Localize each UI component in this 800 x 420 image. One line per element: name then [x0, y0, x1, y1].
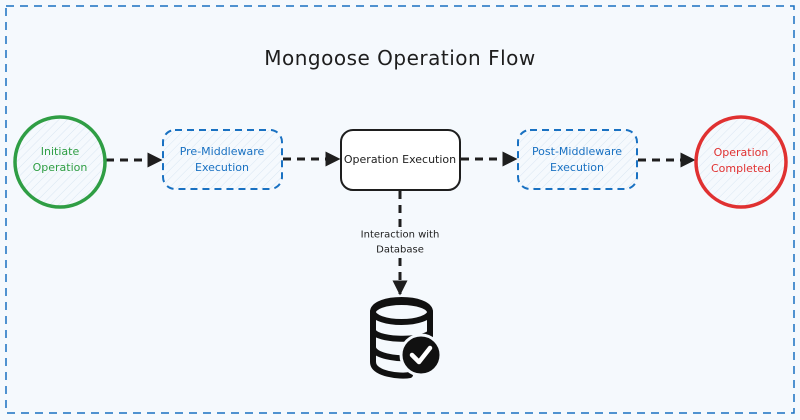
initiate-circle — [13, 115, 107, 209]
post-middleware-box — [517, 129, 638, 190]
diagram-frame — [5, 5, 795, 414]
node-pre-middleware[interactable] — [162, 129, 283, 190]
pre-middleware-label: Pre-Middleware Execution — [179, 145, 265, 174]
node-post-middleware[interactable] — [517, 129, 638, 190]
pre-middleware-box — [162, 129, 283, 190]
operation-execution-label: Operation Execution — [343, 153, 457, 167]
node-initiate[interactable] — [13, 115, 107, 209]
completed-circle — [694, 115, 788, 209]
completed-label: Operation Completed — [711, 146, 771, 175]
diagram-title: Mongoose Operation Flow — [264, 46, 536, 70]
node-completed[interactable] — [694, 115, 788, 209]
edge-label-database-interaction: Interaction with Database — [358, 228, 442, 258]
operation-execution-box — [340, 129, 461, 191]
node-operation-execution[interactable] — [340, 129, 461, 191]
database-check-icon[interactable] — [370, 297, 443, 379]
post-middleware-label: Post-Middleware Execution — [531, 145, 623, 174]
initiate-label: Initiate Operation — [32, 145, 88, 174]
